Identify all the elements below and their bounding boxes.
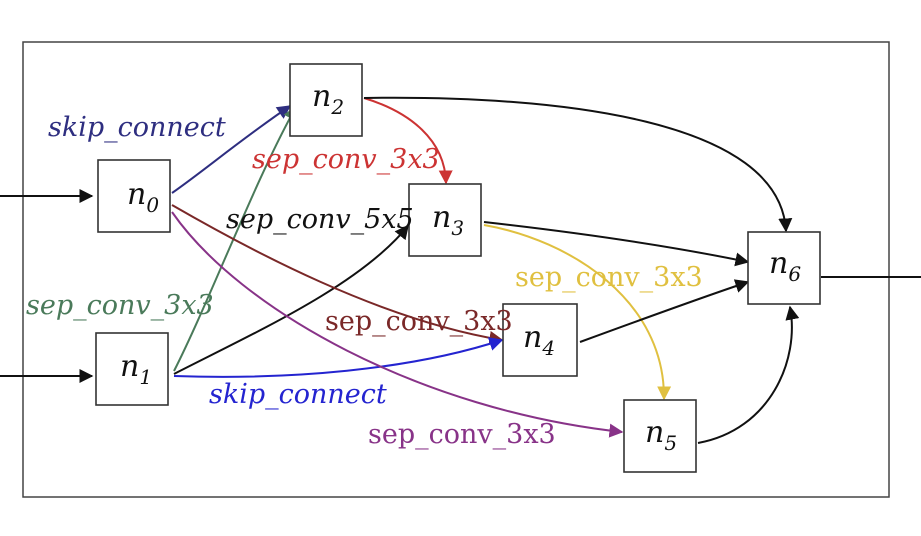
node-subscript: 1	[139, 365, 152, 389]
edge-n4-n6	[579, 279, 750, 343]
node-box	[97, 159, 171, 233]
edge-label-n0-n5: sep_conv_3x3	[368, 419, 556, 450]
edge-label-n1-n4: skip_connect	[209, 379, 387, 410]
node-n6: n6	[747, 231, 821, 305]
svg-text:n4: n4	[523, 320, 555, 360]
edge-label-n1-n2: sep_conv_3x3	[26, 290, 214, 321]
edge-n3-n6	[483, 221, 750, 267]
edge-n2-n6	[363, 96, 793, 233]
node-label: n	[432, 200, 451, 235]
svg-text:n0: n0	[127, 177, 159, 217]
svg-text:n1: n1	[120, 349, 152, 389]
node-label: n	[523, 320, 542, 355]
edge-label-n0-n4: sep_conv_3x3	[325, 306, 513, 337]
node-subscript: 3	[451, 216, 464, 240]
node-label: n	[645, 415, 664, 450]
edge-label-n0-n2: skip_connect	[48, 112, 226, 143]
node-label: n	[312, 79, 331, 114]
node-n0: n0	[97, 159, 171, 233]
edge-n0-n4	[171, 204, 504, 345]
svg-text:n3: n3	[432, 200, 464, 240]
edge-n0-n5	[171, 211, 624, 438]
edge-n3-n5	[483, 224, 672, 401]
node-box	[289, 63, 363, 137]
node-box	[95, 332, 169, 406]
node-n5: n5	[623, 399, 697, 473]
node-subscript: 0	[146, 193, 159, 217]
node-n3: n3	[408, 183, 482, 257]
edge-n1-n3	[173, 224, 409, 375]
node-n2: n2	[289, 63, 363, 137]
edge-n1-n4	[173, 337, 504, 378]
node-box	[502, 303, 578, 377]
node-box	[623, 399, 697, 473]
edge-n0-n2	[171, 105, 292, 194]
svg-text:n6: n6	[769, 246, 801, 286]
node-subscript: 2	[330, 95, 344, 119]
edge-n5-n6	[697, 305, 800, 444]
node-subscript: 6	[788, 262, 801, 286]
edge-n2-n3	[363, 97, 453, 185]
node-label: n	[127, 177, 146, 212]
edge-label-n2-n3: sep_conv_3x3	[252, 144, 440, 175]
edges-layer	[171, 96, 800, 444]
svg-text:n5: n5	[645, 415, 677, 455]
node-label: n	[120, 349, 139, 384]
node-box	[747, 231, 821, 305]
svg-text:n2: n2	[312, 79, 344, 119]
node-n1: n1	[95, 332, 169, 406]
node-n4: n4	[502, 303, 578, 377]
edge-label-n3-n5: sep_conv_3x3	[515, 262, 703, 293]
cell-frame	[22, 41, 890, 498]
node-subscript: 4	[541, 336, 555, 360]
edge-label-n1-n3: sep_conv_5x5	[226, 204, 414, 235]
node-label: n	[769, 246, 788, 281]
node-subscript: 5	[664, 431, 677, 455]
node-box	[408, 183, 482, 257]
